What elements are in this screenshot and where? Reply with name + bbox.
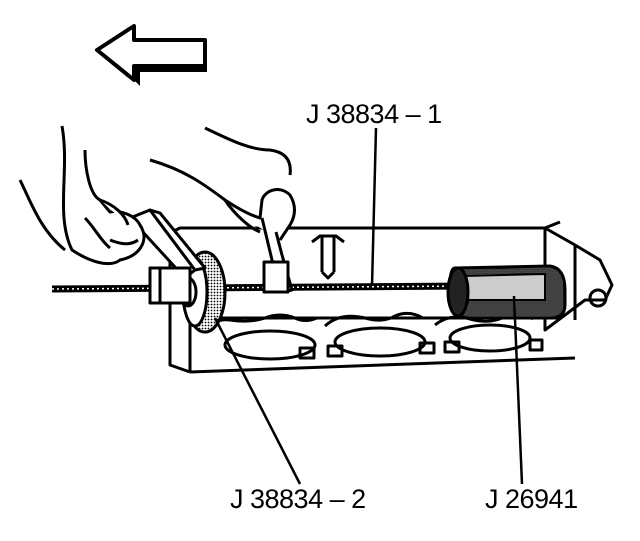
left-arrow-icon <box>95 24 207 86</box>
right-hand <box>149 126 296 294</box>
clamp-bar <box>128 208 207 305</box>
leader-line-bottom-right <box>512 295 524 485</box>
callout-tool-bottom-left: J 38834 – 2 <box>230 484 366 514</box>
leader-lines <box>213 127 524 485</box>
slide-hammer <box>446 264 567 320</box>
tool-rod <box>51 282 471 293</box>
leader-line-top <box>370 127 378 287</box>
left-hand <box>18 125 146 266</box>
callout-tool-top: J 38834 – 1 <box>306 99 442 129</box>
leader-line-bottom-left <box>213 317 302 485</box>
callout-tool-bottom-right: J 26941 <box>485 484 578 514</box>
